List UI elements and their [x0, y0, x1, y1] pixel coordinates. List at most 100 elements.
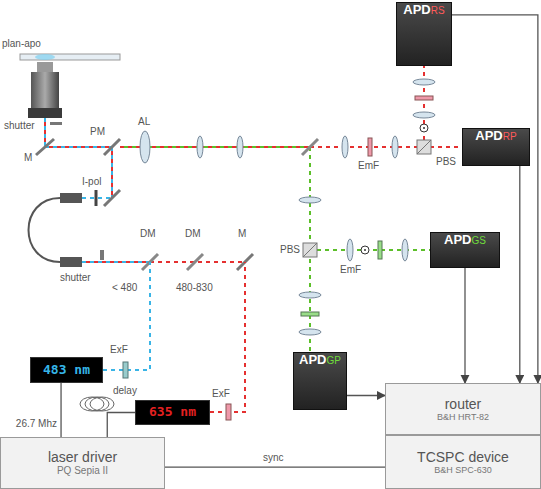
node-title: APD — [475, 129, 502, 144]
node-subtitle: GP — [327, 355, 341, 367]
instrument-box: TCSPC deviceB&H SPC-630 — [385, 435, 541, 489]
lens — [237, 136, 243, 158]
lens — [392, 136, 398, 158]
polarizing-beam-splitter — [417, 140, 431, 154]
beam-cyan — [44, 118, 46, 147]
signal-label: delay — [112, 385, 138, 397]
polarization-symbol — [423, 127, 425, 129]
signal-cable — [107, 413, 135, 438]
part-label: shutter — [60, 272, 91, 284]
node-subtitle: B&H SPC-630 — [434, 465, 492, 475]
objective-base — [28, 108, 62, 118]
part-label: 480-830 — [176, 282, 213, 294]
signal-cable — [464, 268, 465, 383]
node-title: 483 nm — [43, 363, 90, 378]
node-title: APD — [299, 353, 326, 368]
objective-tip — [37, 62, 53, 72]
part-label: PM — [90, 126, 105, 138]
part-label: plan-apo — [2, 38, 41, 50]
beam-red — [210, 262, 245, 412]
polarizing-beam-splitter — [303, 243, 317, 257]
signal-cable — [60, 383, 61, 437]
fiber-collimator — [60, 257, 82, 267]
node-title: APD — [444, 233, 471, 248]
beam-cyan — [82, 261, 150, 263]
delay-coil — [80, 397, 104, 411]
instrument-box: routerB&H HRT-82 — [385, 383, 541, 435]
lens — [299, 292, 321, 298]
node-subtitle: RS — [431, 5, 445, 17]
node-title: laser driver — [48, 449, 117, 465]
emission-filter — [368, 138, 372, 156]
polarizing-mirror — [104, 139, 120, 155]
dichroic-mirror — [187, 254, 203, 270]
sample-slide — [20, 54, 120, 60]
optical-fiber — [29, 198, 61, 262]
part-label: EmF — [340, 264, 361, 276]
part-label: DM — [185, 228, 201, 240]
part-label: ExF — [212, 388, 230, 400]
shutter-blade — [50, 122, 62, 125]
polarization-symbol — [361, 246, 369, 254]
laser-box: 635 nm — [135, 400, 210, 425]
node-title: 635 nm — [149, 405, 196, 420]
lens — [342, 136, 348, 158]
node-subtitle: B&H HRT-82 — [437, 412, 489, 422]
polarization-symbol — [364, 249, 366, 251]
signal-label: 26.7 Mhz — [2, 418, 58, 430]
part-label: I-pol — [82, 176, 101, 188]
node-subtitle: RP — [503, 131, 517, 143]
node-subtitle: PQ Sepia II — [57, 465, 108, 477]
signal-cable — [452, 15, 538, 383]
beam-red — [44, 118, 46, 147]
lens — [299, 197, 321, 203]
polarizer — [95, 190, 98, 206]
polarizing-beam-splitter — [303, 243, 317, 257]
delay-coil — [90, 397, 114, 411]
part-label: M — [24, 152, 32, 164]
mirror — [104, 190, 120, 206]
part-label: DM — [140, 228, 156, 240]
excitation-filter — [123, 362, 128, 378]
beam-cyan — [45, 146, 112, 148]
emission-filter — [378, 241, 382, 259]
lens — [347, 239, 353, 261]
signal-cable — [347, 395, 385, 396]
emission-filter — [415, 96, 433, 100]
shutter-blade — [100, 250, 104, 260]
signal-cable — [165, 467, 385, 468]
beam-red — [310, 146, 462, 148]
detector-box: APDRP — [462, 128, 530, 166]
beam-cyan — [111, 147, 113, 198]
signal-cable — [519, 166, 520, 383]
beam-red — [111, 147, 113, 198]
focus-glow — [35, 54, 55, 60]
beam-red — [45, 146, 112, 148]
part-label: M — [238, 228, 246, 240]
lens — [299, 329, 321, 335]
fiber-collimator — [60, 193, 82, 203]
beam-red — [82, 261, 245, 263]
part-label: ExF — [110, 344, 128, 356]
lens — [413, 112, 435, 118]
mirror — [36, 139, 54, 155]
part-label: EmF — [358, 160, 379, 172]
lens — [413, 79, 435, 85]
node-subtitle: GS — [472, 235, 486, 247]
node-title: TCSPC device — [417, 449, 509, 465]
instrument-box: laser driverPQ Sepia II — [0, 437, 165, 489]
lens — [402, 239, 408, 261]
excitation-filter — [226, 404, 231, 420]
beam-cyan — [103, 262, 150, 370]
node-title: router — [445, 396, 482, 412]
achromatic-lens — [140, 131, 150, 163]
beam-green — [317, 249, 430, 251]
laser-box: 483 nm — [30, 357, 103, 383]
delay-coil — [85, 397, 109, 411]
lens — [197, 136, 203, 158]
part-label: AL — [138, 116, 150, 128]
polarizing-beam-splitter — [417, 140, 431, 154]
emission-filter — [301, 312, 319, 316]
